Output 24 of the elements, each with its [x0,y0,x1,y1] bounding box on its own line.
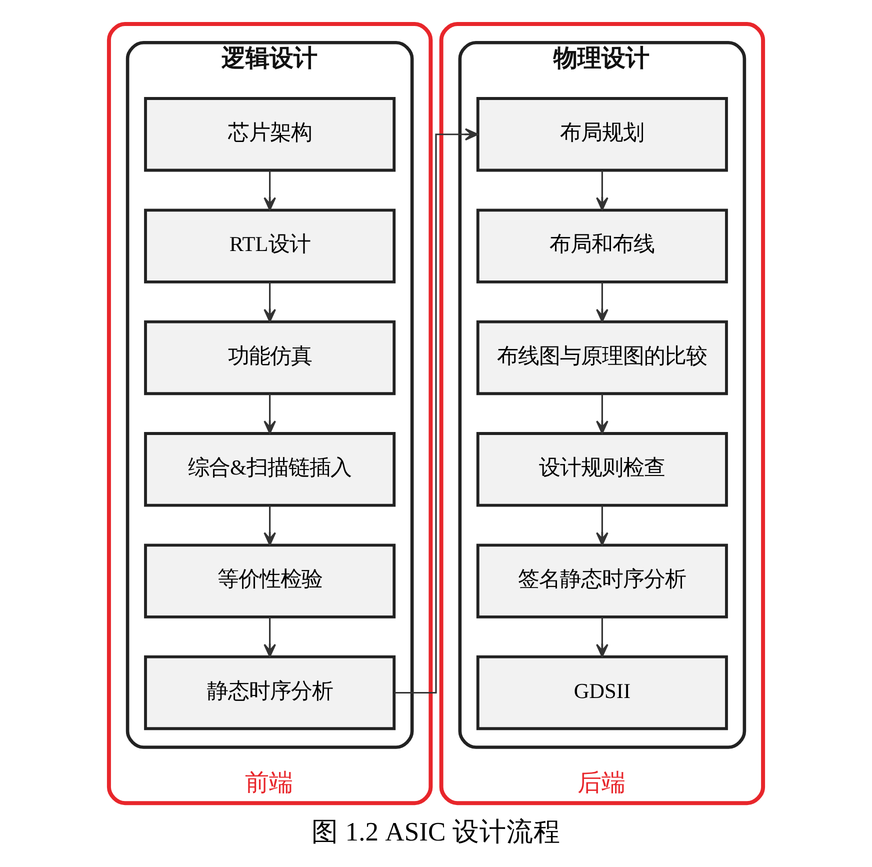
arrow [596,282,608,322]
node-box: 签名静态时序分析 [476,544,728,618]
node-box: RTL设计 [144,208,396,284]
arrow [264,282,276,322]
arrow [596,617,608,658]
arrow [596,170,608,211]
arrow [264,617,276,658]
node-box: 功能仿真 [144,320,396,396]
caption: 图 1.2 ASIC 设计流程 [312,816,560,846]
arrow [264,170,276,211]
node-box: 布局和布线 [476,208,728,284]
node-box: 静态时序分析 [144,655,396,730]
node-box: 综合&扫描链插入 [144,432,396,507]
node-box: 布局规划 [476,97,728,172]
node-box: 布线图与原理图的比较 [476,320,728,396]
node-box: 等价性检验 [144,544,396,618]
arrow [264,505,276,546]
arrow [264,394,276,434]
arrow [394,128,478,694]
arrow [596,505,608,546]
node-box: 设计规则检查 [476,432,728,507]
node-box: GDSII [476,655,728,730]
node-box: 芯片架构 [144,97,396,172]
arrow [596,394,608,434]
